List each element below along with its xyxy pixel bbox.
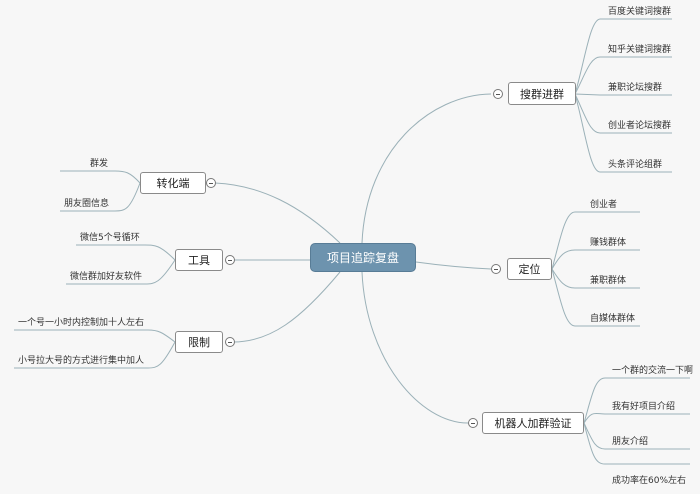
link-robot-leaf <box>583 412 690 424</box>
link-root-position <box>415 261 492 270</box>
collapse-toggle-icon[interactable] <box>468 418 478 428</box>
link-robot-leaf <box>583 422 690 450</box>
topic-search-groups[interactable]: 搜群进群 <box>508 82 576 105</box>
link-tools-leaf <box>66 259 176 285</box>
link-robot-leaf <box>583 377 690 424</box>
collapse-toggle-icon[interactable] <box>225 337 235 347</box>
leaf-topic[interactable]: 创业者 <box>590 200 618 210</box>
link-root-convert <box>214 182 341 244</box>
link-root-robot <box>361 271 469 424</box>
link-robot-leaf <box>583 422 690 465</box>
topic-label: 机器人加群验证 <box>494 417 572 430</box>
link-position-leaf <box>551 268 640 289</box>
link-search-leaf <box>574 18 672 95</box>
link-limit-leaf <box>14 329 176 343</box>
leaf-topic[interactable]: 兼职群体 <box>590 276 627 286</box>
leaf-topic[interactable]: 知乎关键词搜群 <box>608 45 672 55</box>
leaf-topic[interactable]: 百度关键词搜群 <box>608 7 672 17</box>
link-root-search <box>361 93 492 244</box>
topic-positioning[interactable]: 定位 <box>507 258 552 280</box>
central-topic[interactable]: 项目追踪复盘 <box>310 243 416 272</box>
leaf-topic[interactable]: 兼职论坛搜群 <box>608 83 663 93</box>
topic-label: 限制 <box>188 336 210 349</box>
collapse-toggle-icon[interactable] <box>206 178 216 188</box>
leaf-topic[interactable]: 我有好项目介绍 <box>612 402 676 412</box>
collapse-toggle-icon[interactable] <box>493 89 503 99</box>
leaf-topic[interactable]: 微信5个号循环 <box>80 233 140 243</box>
link-position-leaf <box>551 249 640 270</box>
link-convert-leaf <box>60 182 141 212</box>
leaf-topic[interactable]: 头条评论组群 <box>608 160 663 170</box>
leaf-topic[interactable]: 创业者论坛搜群 <box>608 121 672 131</box>
leaf-topic[interactable]: 微信群加好友软件 <box>70 272 143 282</box>
leaf-topic[interactable]: 朋友介绍 <box>612 437 649 447</box>
link-root-limit <box>232 271 341 343</box>
leaf-topic[interactable]: 自媒体群体 <box>590 314 636 324</box>
leaf-topic[interactable]: 朋友圈信息 <box>64 199 110 209</box>
topic-conversion[interactable]: 转化端 <box>140 172 206 194</box>
link-position-leaf <box>551 268 640 327</box>
topic-limits[interactable]: 限制 <box>175 331 223 353</box>
leaf-topic[interactable]: 成功率在60%左右 <box>612 476 687 486</box>
topic-tools[interactable]: 工具 <box>175 249 223 271</box>
link-limit-leaf <box>14 341 176 369</box>
topic-label: 搜群进群 <box>520 87 564 101</box>
link-search-leaf <box>574 93 672 134</box>
link-tools-leaf <box>76 244 176 261</box>
topic-label: 转化端 <box>156 177 190 190</box>
link-convert-leaf <box>60 170 141 184</box>
leaf-topic[interactable]: 小号拉大号的方式进行集中加人 <box>18 356 145 366</box>
leaf-topic[interactable]: 一个群的交流一下啊 <box>612 366 694 376</box>
link-search-leaf <box>574 56 672 95</box>
collapse-toggle-icon[interactable] <box>225 255 235 265</box>
link-search-leaf <box>574 93 672 96</box>
leaf-topic[interactable]: 赚钱群体 <box>590 238 627 248</box>
topic-robot-verification[interactable]: 机器人加群验证 <box>482 412 584 434</box>
leaf-topic[interactable]: 一个号一小时内控制加十人左右 <box>18 318 145 328</box>
link-position-leaf <box>551 211 640 270</box>
topic-label: 工具 <box>188 254 210 267</box>
topic-label: 定位 <box>518 263 541 276</box>
collapse-toggle-icon[interactable] <box>491 264 501 274</box>
leaf-topic[interactable]: 群发 <box>90 159 109 169</box>
link-search-leaf <box>574 93 672 173</box>
